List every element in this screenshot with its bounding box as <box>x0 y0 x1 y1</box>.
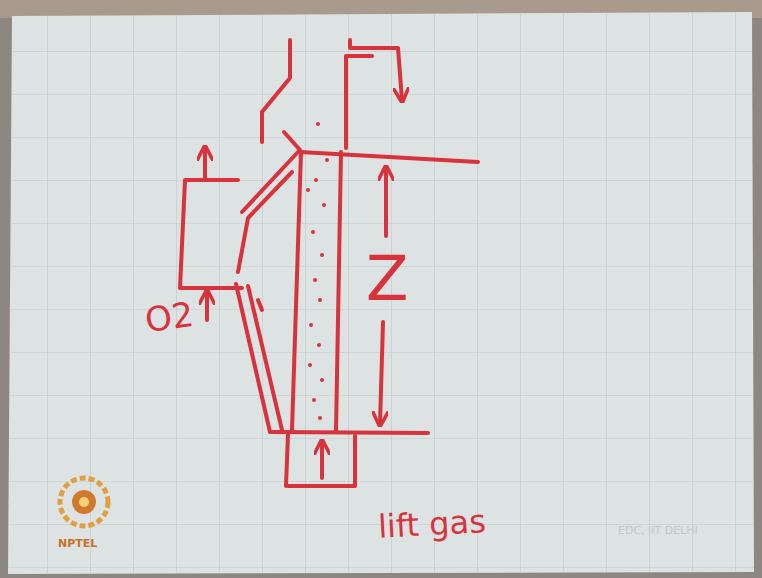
transfer-line <box>242 152 298 212</box>
standpipe <box>236 284 282 432</box>
dimension-arrow <box>384 168 388 236</box>
red-ink-strokes <box>180 40 478 486</box>
outlet-wall <box>346 56 372 148</box>
gas-label: lift gas <box>377 505 486 543</box>
watermark: EDC, IIT DELHI <box>618 525 698 536</box>
outlet-arrow <box>350 40 402 100</box>
dimension-arrow <box>380 322 383 424</box>
catalyst-particles <box>306 122 329 420</box>
top-line <box>300 152 478 162</box>
transfer-line <box>238 172 292 272</box>
bottom-line <box>272 432 428 433</box>
nptel-logo <box>60 478 108 526</box>
outlet-wall <box>262 40 300 150</box>
logo-text: NPTEL <box>58 538 97 549</box>
lift-gas-box <box>286 434 355 486</box>
oxygen-arrow <box>205 292 209 320</box>
lift-gas-arrow <box>320 442 324 478</box>
standpipe-mark <box>258 300 262 310</box>
dimension-label: Z <box>366 248 408 310</box>
gas-label: O2 <box>143 297 196 337</box>
flue-arrow <box>203 148 207 180</box>
riser-wall <box>336 152 341 432</box>
riser-wall <box>292 152 301 430</box>
paper-sheet <box>8 12 754 574</box>
grid-lines <box>8 12 754 574</box>
regenerator-box <box>180 180 242 288</box>
